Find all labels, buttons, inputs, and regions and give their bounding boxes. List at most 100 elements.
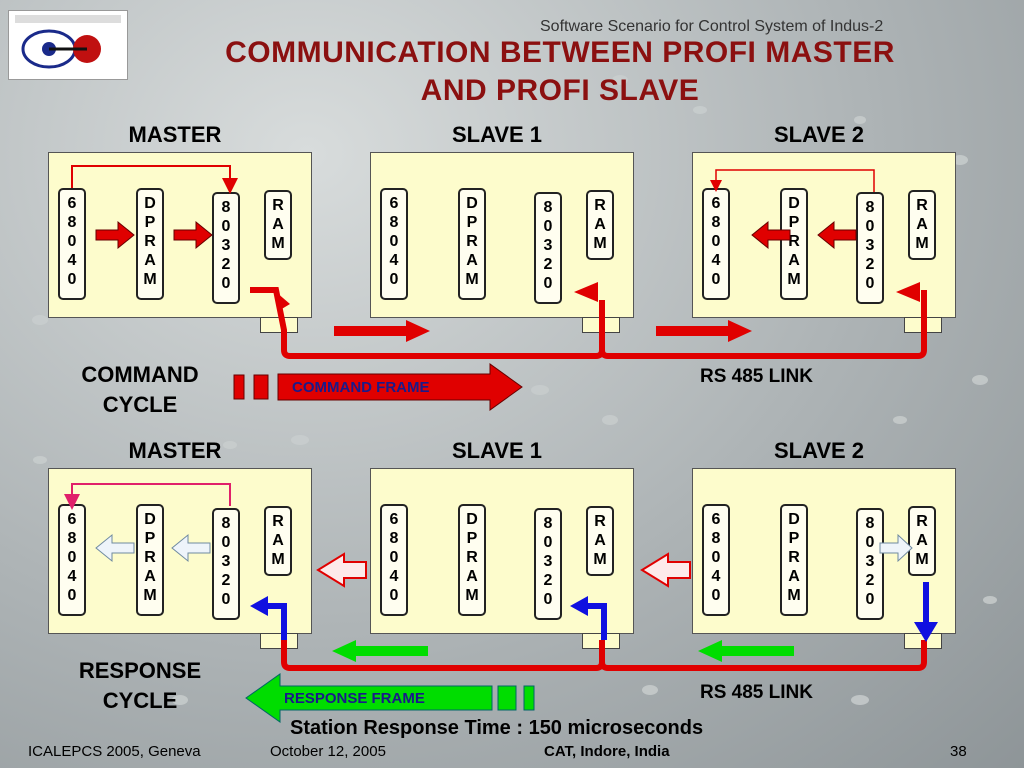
chip-char: 3 — [221, 553, 231, 570]
chip-char: M — [271, 551, 285, 568]
top-slave1-label: SLAVE 1 — [451, 122, 543, 147]
chip-char: A — [272, 532, 284, 549]
command-flow-arrow — [334, 320, 430, 342]
chip-char: R — [272, 197, 284, 214]
chip-char: 2 — [865, 572, 875, 589]
slave1-input-arrowhead — [574, 282, 598, 302]
chip-char: 4 — [67, 252, 77, 269]
chip-char: 0 — [389, 271, 399, 288]
chip-char: R — [466, 233, 478, 250]
command-frame-label: COMMAND FRAME — [292, 379, 430, 396]
dpram-to-comm-arrow — [173, 220, 213, 250]
port — [260, 633, 298, 649]
chip-char: 6 — [67, 195, 77, 212]
command-frame-bar — [233, 374, 245, 400]
chip-char: 3 — [221, 237, 231, 254]
chip-char: D — [788, 511, 800, 528]
chip-char: M — [143, 271, 157, 288]
chip-char: 6 — [711, 195, 721, 212]
chip-char: A — [144, 568, 156, 585]
chip-char: R — [916, 513, 928, 530]
chip-char: M — [787, 271, 801, 288]
response-cycle-line-1: RESPONSE — [78, 658, 202, 683]
command-cycle-line-2: CYCLE — [102, 392, 178, 417]
chip-char: A — [788, 568, 800, 585]
chip-char: R — [466, 549, 478, 566]
chip-char: R — [272, 513, 284, 530]
comm-to-dpram-hollow-arrow — [171, 533, 211, 563]
chip-char: 4 — [67, 568, 77, 585]
bottom-slave2-label: SLAVE 2 — [773, 438, 865, 463]
chip-char: A — [594, 532, 606, 549]
command-cycle-line-1: COMMAND — [81, 362, 199, 387]
chip-char: 4 — [389, 252, 399, 269]
chip-char: 8 — [711, 530, 721, 547]
dpram-to-cpu-hollow-arrow — [95, 533, 135, 563]
chip-char: 3 — [543, 553, 553, 570]
chip-char: R — [144, 233, 156, 250]
response-cycle-line-2: CYCLE — [102, 688, 178, 713]
footer-conference: ICALEPCS 2005, Geneva — [28, 743, 201, 760]
command-flow-arrow — [656, 320, 752, 342]
bottom-slave1-label: SLAVE 1 — [451, 438, 543, 463]
chip-char: 3 — [543, 237, 553, 254]
chip-char: M — [593, 235, 607, 252]
response-hollow-arrow — [316, 552, 367, 588]
chip-char: R — [788, 233, 800, 250]
chip-char: A — [594, 216, 606, 233]
chip-char: 0 — [543, 591, 553, 608]
chip-char: 8 — [221, 515, 231, 532]
comm-to-dpram-arrow — [817, 220, 857, 250]
chip-char: 0 — [67, 549, 77, 566]
response-frame-arrow — [245, 673, 493, 723]
chip-char: 8 — [711, 214, 721, 231]
chip-char: A — [916, 216, 928, 233]
header-subtitle: Software Scenario for Control System of … — [540, 18, 884, 35]
chip-char: 0 — [221, 218, 231, 235]
bottom-master-label: MASTER — [128, 438, 222, 463]
response-cycle-label: RESPONSE CYCLE — [40, 656, 240, 716]
chip-char: M — [593, 551, 607, 568]
top-master-label: MASTER — [128, 122, 222, 147]
chip-char: D — [466, 195, 478, 212]
chip-char: 8 — [543, 515, 553, 532]
chip-char: A — [788, 252, 800, 269]
chip-char: D — [466, 511, 478, 528]
chip-char: P — [788, 214, 800, 231]
response-frame-bar — [523, 685, 535, 711]
chip-char: A — [916, 532, 928, 549]
chip-char: A — [466, 568, 478, 585]
cpu-to-dpram-arrow — [95, 220, 135, 250]
chip-char: 8 — [543, 199, 553, 216]
chip-char: R — [916, 197, 928, 214]
chip-char: 0 — [389, 233, 399, 250]
chip-char: 0 — [543, 275, 553, 292]
chip-char: 0 — [67, 587, 77, 604]
chip-char: A — [272, 216, 284, 233]
chip-char: 6 — [389, 511, 399, 528]
footer-date: October 12, 2005 — [270, 743, 386, 760]
response-frame-label: RESPONSE FRAME — [284, 690, 425, 707]
station-response-time: Station Response Time : 150 microseconds — [290, 717, 704, 739]
chip-char: 0 — [389, 549, 399, 566]
chip-char: 4 — [711, 252, 721, 269]
footer-page-number: 38 — [950, 743, 967, 760]
chip-char: A — [466, 252, 478, 269]
